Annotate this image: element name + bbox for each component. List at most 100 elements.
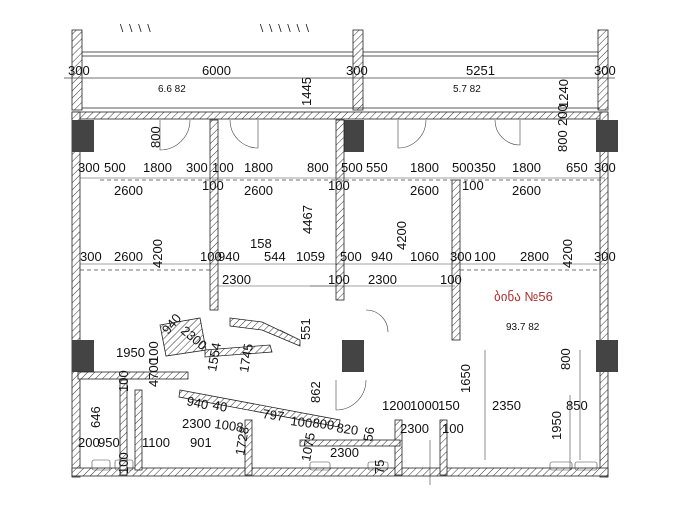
dim-mid-9: 1650 xyxy=(458,364,473,393)
dim-bot-5: 100 xyxy=(290,413,314,431)
dim-row1-14: 800 xyxy=(555,130,570,152)
door-swings xyxy=(80,119,605,485)
dim-mid-4: 551 xyxy=(298,318,313,340)
dim-bot-21: 1950 xyxy=(549,411,564,440)
dim-row1-3: 1800 xyxy=(143,160,172,175)
dim-row1-17: 300 xyxy=(594,160,616,175)
dim-mid-8: 862 xyxy=(308,381,323,403)
dim-row1-0: 800 xyxy=(148,126,163,148)
dim-row1-15: 200 xyxy=(555,104,570,126)
dim-top-5: 1240 xyxy=(556,79,571,108)
dim-bot-8: 1200 xyxy=(382,398,411,413)
dim-row1-8: 500 xyxy=(341,160,363,175)
dim-row2-4: 2600 xyxy=(410,183,439,198)
dim-row2-6: 2600 xyxy=(512,183,541,198)
apartment-title: ბინა №56 xyxy=(494,289,553,304)
dim-row1-7: 800 xyxy=(307,160,329,175)
dim-row2-5: 100 xyxy=(462,178,484,193)
dim-row4: 2300 100 2300 100 xyxy=(222,272,462,287)
dim-mid-6: 100 xyxy=(146,341,161,363)
dim-row4-0: 2300 xyxy=(222,272,251,287)
dim-bot-6: 800 xyxy=(312,415,336,433)
top-hatch-marks: ∖ ∖ ∖ ∖ ∖ ∖ ∖ ∖ ∖ ∖ xyxy=(118,24,310,35)
dim-mid-7: 4700 xyxy=(146,358,161,387)
dim-row4-2: 2300 xyxy=(368,272,397,287)
dim-top-2: 1445 xyxy=(299,77,314,106)
dim-row2: 2600 100 2600 100 2600 100 2600 xyxy=(114,178,541,198)
apartment-area: 93.7 82 xyxy=(506,322,540,333)
dim-row3-15: 2800 xyxy=(520,249,549,264)
dim-bot-14: 100 xyxy=(442,421,464,436)
balcony-rails xyxy=(64,51,615,109)
interior-walls xyxy=(77,119,461,476)
dim-mid-10: 800 xyxy=(558,348,573,370)
dim-bot-1: 646 xyxy=(88,406,103,428)
dim-bot-9: 1000 xyxy=(410,398,439,413)
dim-row3: 300 2600 4200 100 940 158 544 1059 4467 … xyxy=(80,205,616,268)
dim-row3-8: 4467 xyxy=(300,205,315,234)
dim-top: 300 6000 1445 300 5251 1240 300 xyxy=(68,63,616,108)
dim-row3-12: 1060 xyxy=(410,249,439,264)
dim-row1-10: 1800 xyxy=(410,160,439,175)
dim-bottom: 100 646 940 40 797 100 800 820 1200 1000… xyxy=(78,370,588,474)
dim-row3-1: 2600 xyxy=(114,249,143,264)
outer-walls xyxy=(71,111,618,478)
dim-row2-3: 100 xyxy=(328,178,350,193)
dim-row1-12: 350 xyxy=(474,160,496,175)
dim-bot-7: 820 xyxy=(336,420,360,438)
fixtures xyxy=(91,459,598,471)
dim-bot-24: 1100 xyxy=(142,435,170,450)
dim-row1-6: 1800 xyxy=(244,160,273,175)
dim-bot-20: 56 xyxy=(360,426,377,443)
dim-row1-5: 100 xyxy=(212,160,234,175)
dim-row1-2: 500 xyxy=(104,160,126,175)
dim-row3-2: 4200 xyxy=(150,239,165,268)
dim-bot-0: 100 xyxy=(116,370,131,392)
dim-row3-13: 300 xyxy=(450,249,472,264)
dim-bot-22: 200 xyxy=(78,435,100,450)
dim-bot-25: 901 xyxy=(190,435,212,450)
dim-row3-14: 100 xyxy=(474,249,496,264)
dim-row3-3: 100 xyxy=(200,249,222,264)
balcony-right-area: 5.7 82 xyxy=(453,84,481,95)
dim-bot-4: 797 xyxy=(262,406,286,424)
dim-bot-11: 2350 xyxy=(492,398,521,413)
dim-bot-18: 1075 xyxy=(298,431,318,462)
dim-mid-3: 1745 xyxy=(236,342,256,373)
dim-row2-2: 2600 xyxy=(244,183,273,198)
dim-top-4: 5251 xyxy=(466,63,495,78)
balcony-left-area: 6.6 82 xyxy=(158,84,186,95)
dim-row1: 800 300 500 1800 300 100 1800 800 500 55… xyxy=(78,104,616,175)
dim-row3-9: 500 xyxy=(340,249,362,264)
dim-bot-2: 940 xyxy=(185,393,209,412)
dim-mid-5: 1950 xyxy=(116,345,145,360)
dim-bot-23: 950 xyxy=(98,435,120,450)
dim-row4-3: 100 xyxy=(440,272,462,287)
dim-row3-4: 940 xyxy=(218,249,240,264)
dim-bot-10: 150 xyxy=(438,398,460,413)
dim-row1-9: 550 xyxy=(366,160,388,175)
dimension-lines xyxy=(64,77,615,460)
dim-bot-19: 2300 xyxy=(330,445,359,460)
dim-bot-3: 40 xyxy=(211,397,228,415)
dim-top-1: 6000 xyxy=(202,63,231,78)
svg-text:∖ ∖ ∖ ∖: ∖ ∖ ∖ ∖ xyxy=(118,24,152,35)
dim-row3-5: 158 xyxy=(250,236,272,251)
dim-bot-12: 850 xyxy=(566,398,588,413)
dim-row3-7: 1059 xyxy=(296,249,325,264)
dim-row4-1: 100 xyxy=(328,272,350,287)
dim-bot-17: 1728 xyxy=(232,425,252,456)
dim-bot-15: 1008 xyxy=(214,416,245,435)
dim-mid-2: 1554 xyxy=(204,341,224,372)
dim-row3-11: 4200 xyxy=(394,221,409,250)
dim-bot-16: 2300 xyxy=(182,416,211,431)
dim-row2-0: 2600 xyxy=(114,183,143,198)
dim-middle: 940 2300 1554 1745 551 1950 100 4700 862… xyxy=(116,311,573,403)
dim-row1-11: 500 xyxy=(452,160,474,175)
dim-row3-16: 4200 xyxy=(560,239,575,268)
dim-row3-10: 940 xyxy=(371,249,393,264)
dim-row1-16: 650 xyxy=(566,160,588,175)
dim-row2-1: 100 xyxy=(202,178,224,193)
dim-row1-1: 300 xyxy=(78,160,100,175)
